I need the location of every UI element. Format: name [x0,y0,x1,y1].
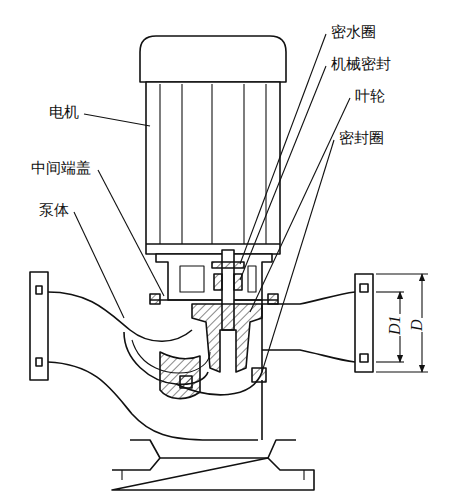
dimension-label: D1 [386,314,404,336]
part-label: 密水圈 [330,24,377,41]
outlet-flange [355,274,373,372]
part-label: 叶轮 [354,88,386,105]
pump-body [48,292,192,341]
leader-lines [74,34,350,372]
dimension-label: D [408,318,426,332]
part-label: 机械密封 [330,56,392,73]
motor-fins [160,84,266,244]
part-label: 中间端盖 [30,160,92,177]
part-label: 电机 [48,104,80,121]
inlet-flange [30,272,48,380]
motor-body [146,82,280,254]
part-label: 泵体 [38,202,70,219]
motor-cap [140,36,286,82]
part-label: 密封圈 [338,130,385,147]
seal-ring [252,368,266,382]
water-seal-ring [212,262,244,268]
mechanical-seal [214,274,222,290]
middle-end-cover [156,254,272,300]
dimension-lines [376,274,428,372]
impeller [192,304,262,372]
pump-base [112,458,314,490]
